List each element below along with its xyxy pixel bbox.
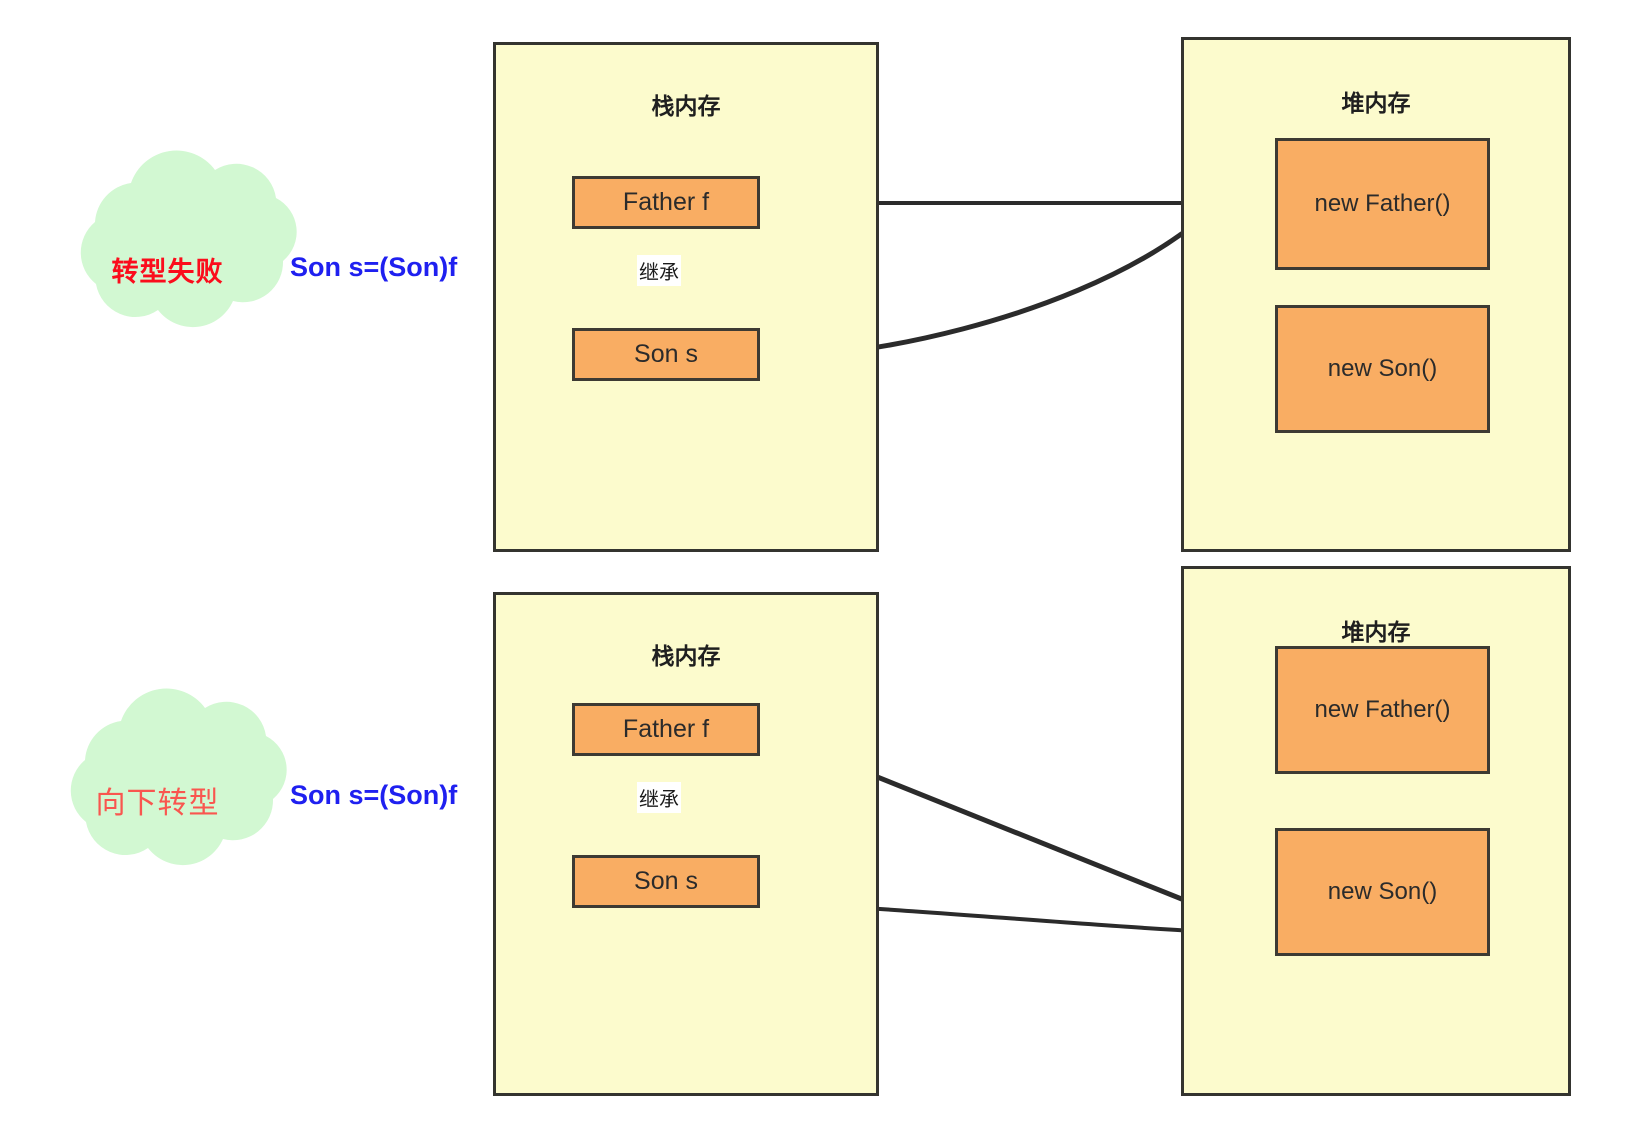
cloud-text-lower: 向下转型 [95,786,220,821]
stack-node-son-s-lower[interactable]: Son s [572,855,760,908]
stack-node-son-s-upper[interactable]: Son s [572,328,760,381]
heap-node-new-son-lower[interactable]: new Son() [1275,828,1490,956]
heap-memory-title-lower: 堆内存 [1341,620,1411,646]
inheritance-label-lower: 继承 [637,782,681,813]
inheritance-label-upper: 继承 [637,255,681,286]
stack-memory-title-lower: 栈内存 [651,644,721,670]
stack-node-father-f-lower[interactable]: Father f [572,703,760,756]
heap-memory-title-upper: 堆内存 [1341,91,1411,117]
code-label-lower: Son s=(Son)f [290,780,458,810]
heap-node-new-father-upper[interactable]: new Father() [1275,138,1490,270]
stack-memory-title-upper: 栈内存 [651,94,721,120]
stack-node-father-f-upper[interactable]: Father f [572,176,760,229]
stack-memory-container-upper: 栈内存 [493,42,879,552]
heap-node-new-son-upper[interactable]: new Son() [1275,305,1490,433]
cloud-shape-upper [80,150,297,328]
heap-node-new-father-lower[interactable]: new Father() [1275,646,1490,774]
cloud-label-upper: 转型失败 [55,250,280,290]
cloud-label-lower: 向下转型 [45,778,270,821]
stack-memory-container-lower: 栈内存 [493,592,879,1096]
cloud-text-upper: 转型失败 [111,257,224,288]
heap-memory-container-upper: 堆内存 [1181,37,1571,552]
cloud-shape-lower [70,688,287,866]
code-label-upper: Son s=(Son)f [290,252,458,282]
